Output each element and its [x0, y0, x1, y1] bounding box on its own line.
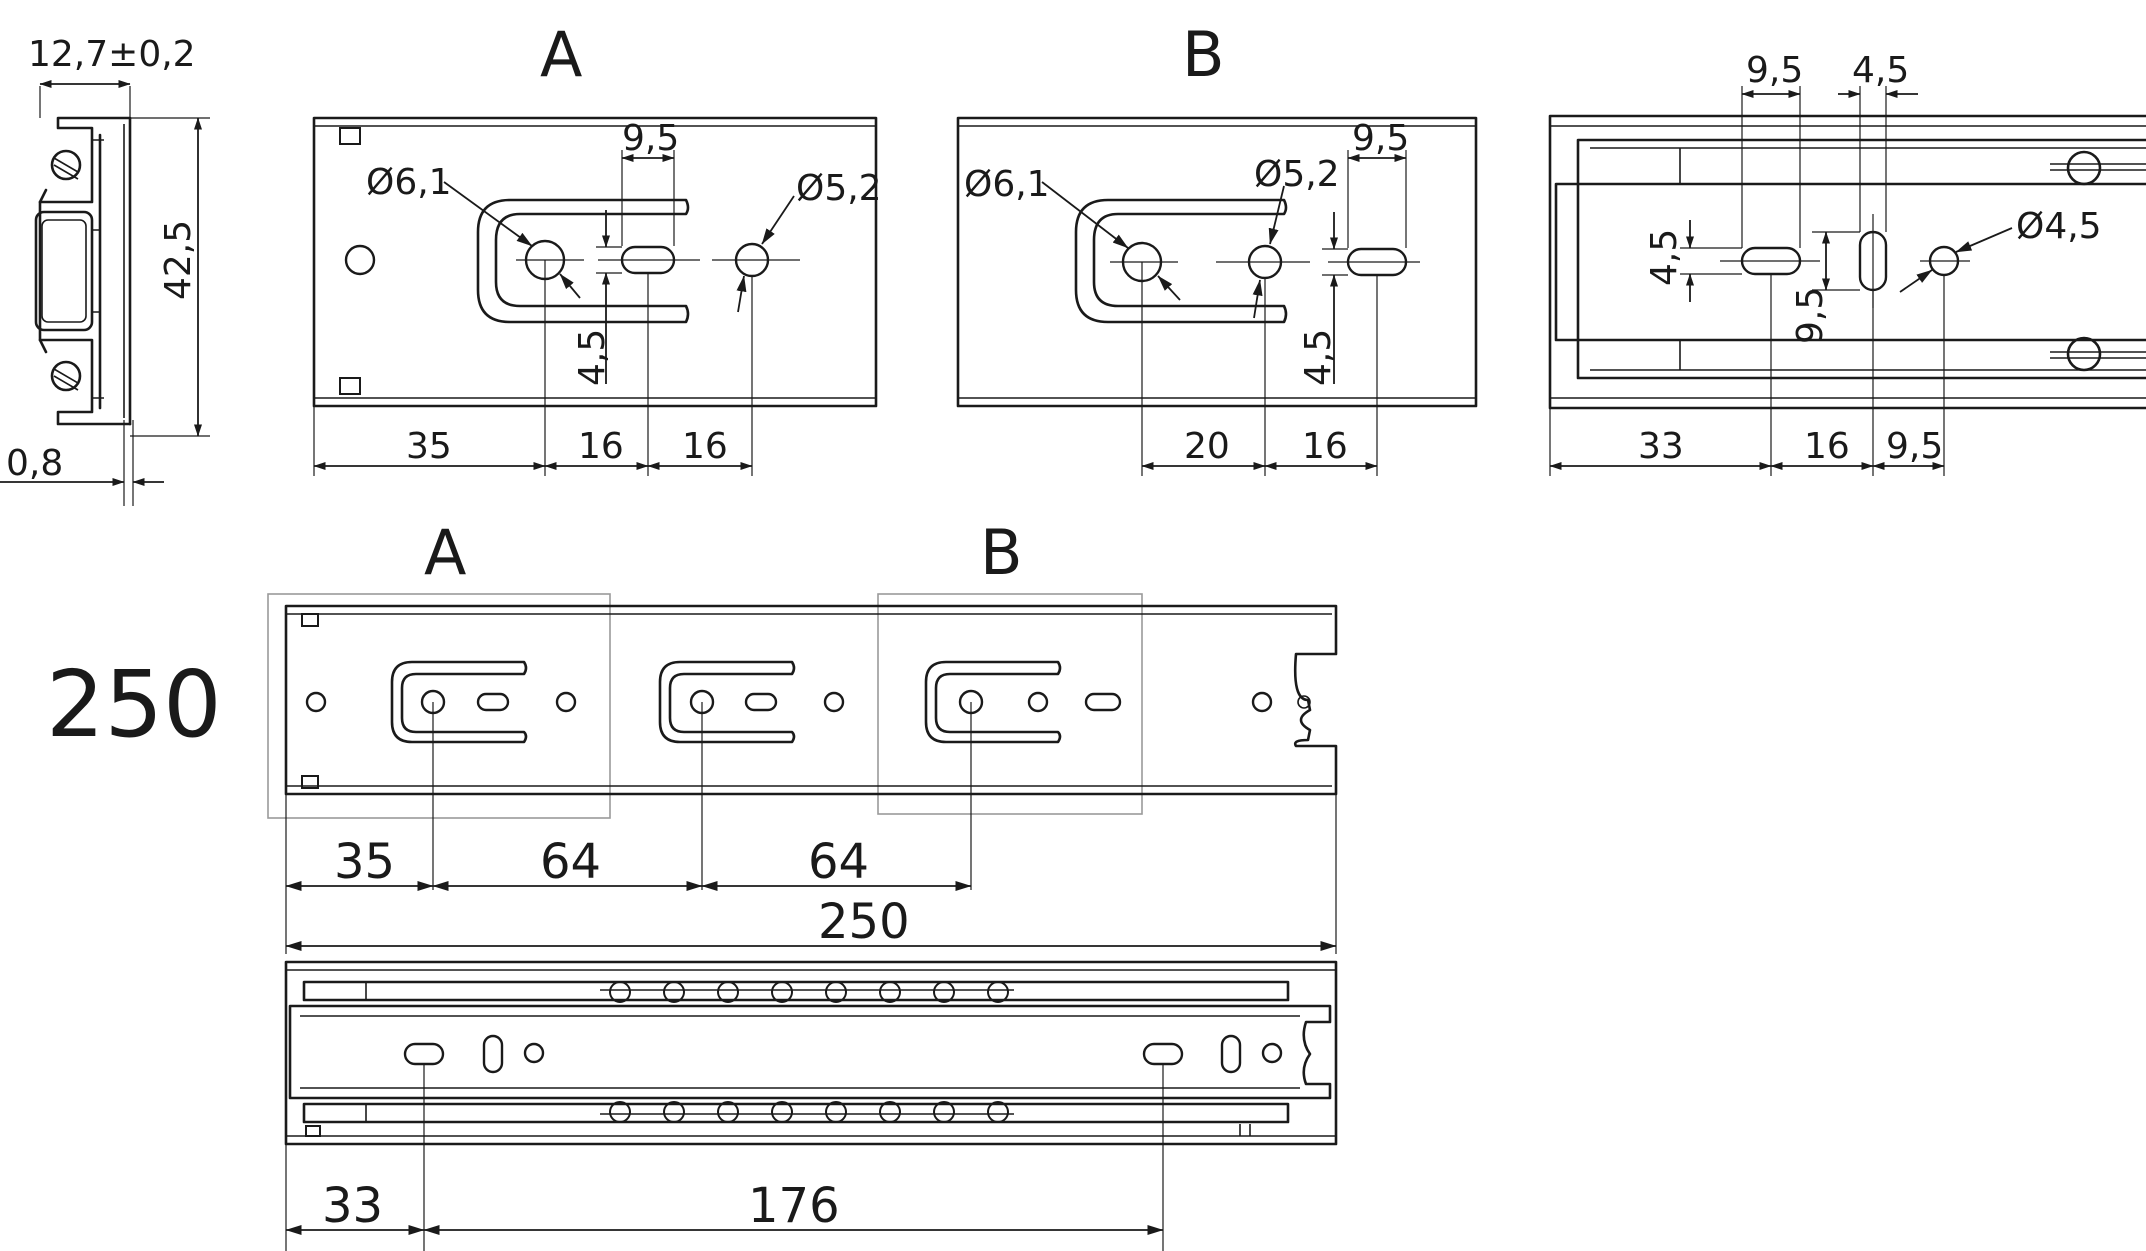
detail-b-slot-width: 4,5 [1298, 329, 1339, 386]
side-view-dimensions: 12,7±0,2 42,5 0,8 [0, 34, 210, 506]
detail-a-hole-large: Ø6,1 [366, 162, 452, 203]
ball-bearing-row-bottom [609, 1101, 1009, 1123]
rail-dim-64a: 64 [540, 834, 601, 890]
detail-c-slot-length-top: 9,5 [1746, 50, 1803, 91]
detail-c-slot-width-top: 4,5 [1852, 50, 1909, 91]
detail-a-hole-small: Ø5,2 [796, 168, 882, 209]
detail-b-title: B [1182, 18, 1225, 91]
detail-b-slot-length: 9,5 [1352, 118, 1409, 159]
detail-c-view [1548, 114, 2146, 410]
detail-b-dim-16: 16 [1302, 426, 1348, 467]
member-dim-33: 33 [322, 1178, 383, 1234]
side-profile-view [34, 116, 132, 426]
detail-c-slot-length-vertical: 9,5 [1790, 287, 1831, 344]
drawer-member-dimensions: 33 176 [285, 1064, 1164, 1251]
cabinet-member-dimensions: 35 64 64 250 [285, 702, 1337, 954]
detail-a-dim-16b: 16 [682, 426, 728, 467]
detail-c-dimensions: 33 16 9,5 9,5 4,5 4,5 9,5 Ø4,5 [1549, 50, 2102, 476]
rail-dim-total: 250 [818, 894, 910, 950]
rail-label-a: A [424, 516, 466, 589]
side-width-label: 12,7±0,2 [28, 34, 196, 75]
detail-a-view [312, 116, 878, 408]
detail-a-dim-16a: 16 [578, 426, 624, 467]
detail-a-slot-width: 4,5 [572, 329, 613, 386]
rail-length-label: 250 [46, 651, 222, 758]
rail-dim-35: 35 [334, 834, 395, 890]
rail-dim-64b: 64 [808, 834, 869, 890]
detail-b-hole-large: Ø6,1 [964, 164, 1050, 205]
ball-bearing-row-top [609, 981, 1009, 1003]
detail-c-slot-width-left: 4,5 [1644, 229, 1685, 286]
detail-a-dimensions: 35 16 16 9,5 4,5 Ø6,1 Ø5,2 [313, 118, 882, 476]
detail-c-dim-16: 16 [1804, 426, 1850, 467]
detail-c-hole-dia: Ø4,5 [2016, 206, 2102, 247]
detail-b-frame [877, 593, 1143, 815]
rail-label-b: B [980, 516, 1023, 589]
detail-a-slot-length: 9,5 [622, 118, 679, 159]
detail-b-hole-small: Ø5,2 [1254, 154, 1340, 195]
side-thickness-label: 0,8 [6, 443, 63, 484]
detail-c-dim-33: 33 [1638, 426, 1684, 467]
side-height-label: 42,5 [158, 220, 199, 300]
detail-c-dim-9-5: 9,5 [1886, 426, 1943, 467]
drawer-member-view [284, 960, 1338, 1146]
detail-a-title: A [540, 18, 582, 91]
detail-a-frame [267, 593, 611, 819]
detail-b-view [956, 116, 1478, 408]
member-dim-176: 176 [748, 1178, 840, 1234]
cabinet-member-view [267, 593, 1338, 819]
detail-a-dim-35: 35 [406, 426, 452, 467]
detail-b-dimensions: 20 16 9,5 4,5 Ø6,1 Ø5,2 [964, 118, 1409, 476]
detail-b-dim-20: 20 [1184, 426, 1230, 467]
